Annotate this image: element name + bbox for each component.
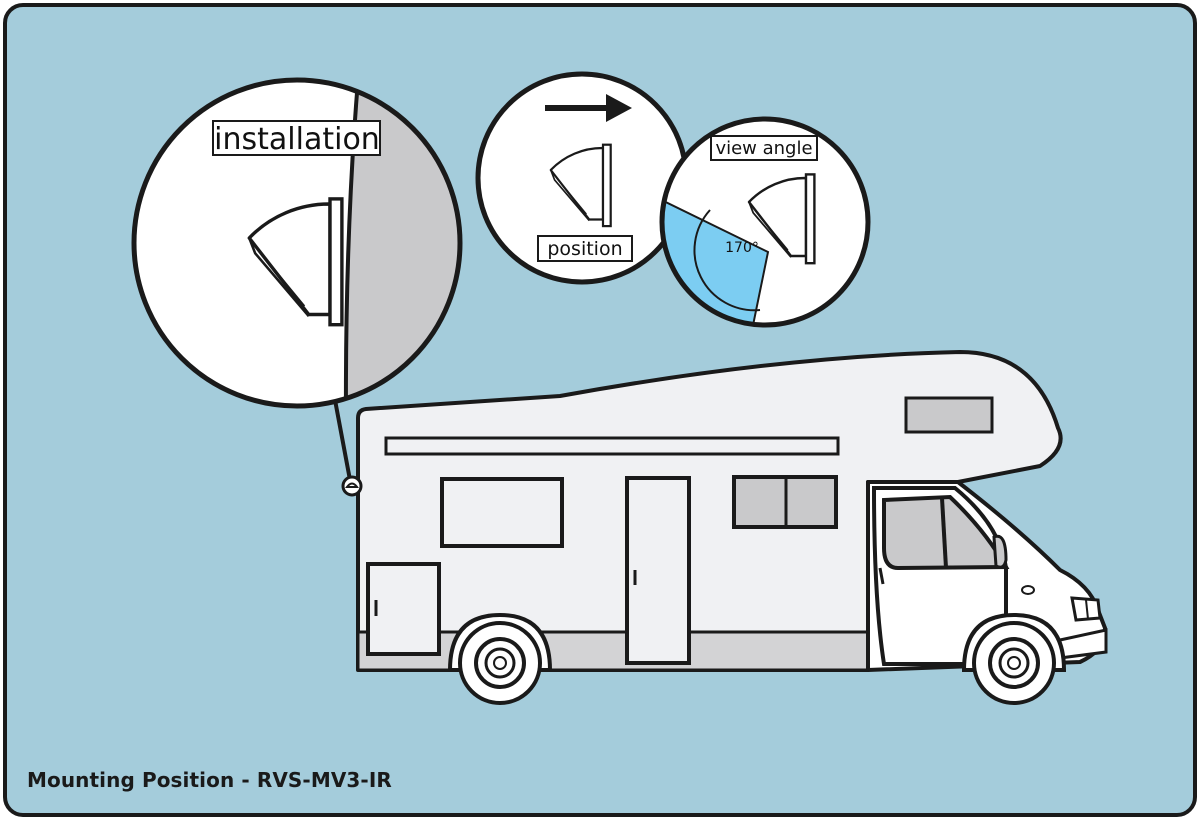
overcab-window (904, 396, 994, 434)
awning-rail (384, 436, 840, 456)
side-mirror (992, 534, 1008, 569)
pointer-line (333, 399, 352, 481)
arrow-right-icon (545, 94, 632, 122)
side-window-left (440, 477, 564, 548)
front-wheel (972, 621, 1056, 705)
rear-wheel (458, 621, 542, 705)
position-label: position (547, 238, 622, 260)
view-angle-label: view angle (715, 138, 812, 159)
entry-door (625, 476, 691, 665)
installation-label: installation (214, 122, 380, 157)
motorhome-illustration (341, 350, 1108, 705)
view-angle-detail: 170° view angle (659, 116, 871, 328)
position-detail: position (475, 71, 689, 285)
rv-body (356, 350, 1063, 672)
storage-hatch (366, 562, 441, 656)
angle-value: 170° (725, 240, 759, 256)
diagram-caption: Mounting Position - RVS-MV3-IR (27, 768, 392, 792)
